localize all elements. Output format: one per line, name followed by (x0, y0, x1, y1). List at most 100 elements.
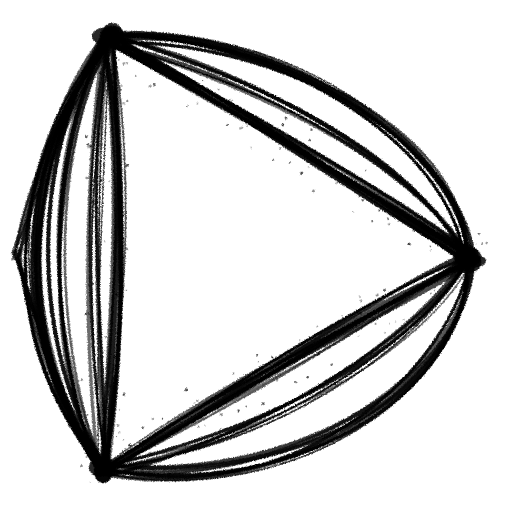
stipple-dot (453, 222, 455, 224)
stipple-dot (103, 117, 104, 118)
stipple-dot (312, 190, 315, 193)
stipple-dot (118, 431, 120, 433)
stipple-dot (368, 305, 369, 306)
stipple-dot (119, 269, 120, 270)
stipple-dot (462, 235, 464, 237)
stipple-dot (304, 158, 305, 159)
stipple-dot (455, 238, 457, 240)
stipple-dot (114, 474, 115, 475)
stipple-dot (115, 214, 117, 216)
stipple-dot (358, 196, 360, 198)
stipple-dot (122, 450, 124, 452)
stipple-dot (307, 354, 309, 356)
stipple-dot (81, 436, 83, 438)
stipple-dot (371, 220, 373, 222)
stipple-dot (116, 436, 117, 437)
stipple-dot (120, 89, 122, 91)
stipple-dot (170, 449, 173, 452)
stipple-dot (434, 290, 435, 291)
stipple-dot (98, 145, 100, 147)
stipple-dot (162, 418, 163, 419)
stipple-dot (105, 382, 107, 384)
stipple-dot (271, 356, 273, 358)
stipple-dot (186, 387, 187, 388)
stipple-dot (110, 414, 112, 416)
stipple-dot (90, 292, 92, 294)
stipple-dot (87, 144, 89, 146)
stipple-dot (353, 211, 354, 212)
stipple-dot (104, 351, 105, 352)
stipple-dot (154, 59, 156, 61)
stipple-dot (304, 340, 305, 341)
stipple-dot (96, 457, 98, 459)
stipple-dot (92, 202, 95, 205)
stipple-dot (272, 159, 274, 161)
stipple-dot (442, 244, 445, 247)
stipple-dot (279, 147, 281, 149)
stipple-dot (442, 267, 444, 269)
stipple-dot (430, 249, 431, 250)
stipple-dot (220, 428, 221, 429)
stipple-dot (402, 319, 404, 321)
stipple-dot (314, 338, 316, 340)
stipple-dot (237, 409, 240, 412)
stipple-dot (204, 425, 205, 426)
stipple-dot (142, 61, 144, 63)
stipple-dot (103, 435, 105, 437)
stipple-dot (382, 195, 384, 197)
stipple-dot (485, 242, 487, 244)
stipple-dot (419, 197, 420, 198)
stipple-dot (282, 124, 285, 127)
stipple-dot (91, 183, 93, 185)
stipple-dot (118, 375, 119, 376)
stipple-dot (165, 435, 168, 438)
stipple-dot (300, 172, 303, 175)
stipple-dot (149, 452, 152, 455)
stipple-dot (99, 134, 100, 135)
stipple-dot (317, 353, 320, 356)
stipple-dot (217, 89, 219, 91)
stipple-dot (125, 247, 128, 250)
stipple-dot (424, 222, 425, 223)
stipple-dot (437, 265, 438, 266)
stipple-dot (197, 426, 199, 428)
stipple-dot (104, 241, 105, 242)
stipple-dot (246, 406, 247, 407)
stipple-dot (110, 424, 113, 427)
stipple-dot (81, 379, 83, 381)
stipple-dot (295, 147, 296, 148)
stipple-dot (359, 296, 361, 298)
stipple-dot (87, 414, 89, 416)
stipple-dot (98, 333, 99, 334)
stipple-dot (96, 386, 98, 388)
stipple-dot (476, 244, 477, 245)
stipple-dot (245, 389, 247, 391)
stipple-dot (159, 438, 160, 439)
stipple-dot (329, 347, 331, 349)
stipple-dot (481, 243, 483, 245)
stipple-dot (93, 62, 94, 63)
stipple-dot (152, 418, 154, 420)
stipple-dot (457, 225, 460, 228)
stipple-dot (250, 147, 251, 148)
stipple-dot (87, 245, 89, 247)
stipple-dot (362, 186, 363, 187)
stipple-dot (109, 265, 110, 266)
stipple-dot (88, 72, 90, 74)
stipple-dot (246, 125, 247, 126)
stipple-dot (452, 240, 455, 243)
stipple-dot (309, 139, 311, 141)
stipple-dot (87, 312, 89, 314)
stipple-dot (85, 313, 87, 315)
stipple-dot (210, 96, 213, 99)
stipple-dot (114, 415, 116, 417)
stipple-dot (123, 392, 125, 394)
stipple-dot (118, 275, 120, 277)
stipple-dot (387, 218, 389, 220)
stipple-dot (408, 243, 411, 246)
stipple-dot (111, 301, 113, 303)
stipple-dot (103, 59, 104, 60)
stipple-dot (239, 127, 241, 129)
stipple-dot (388, 223, 390, 225)
